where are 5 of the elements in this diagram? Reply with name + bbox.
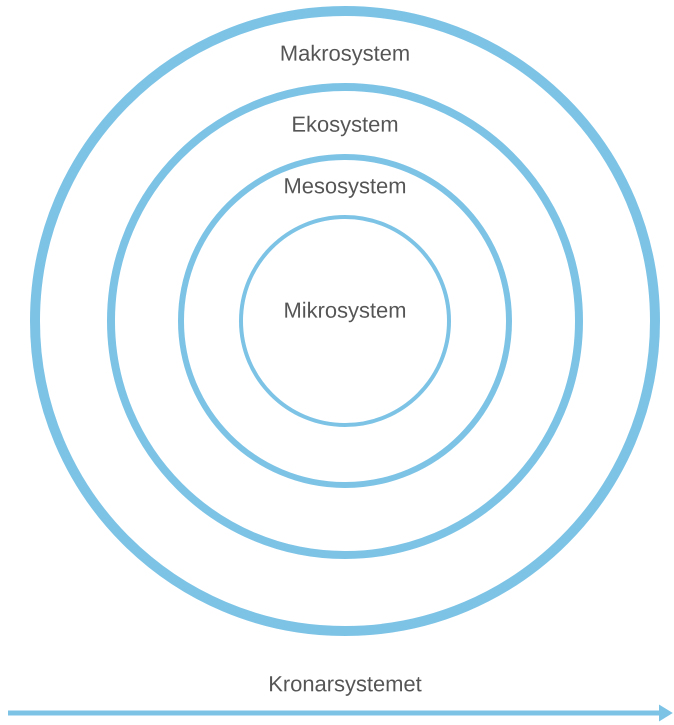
ring-label: Ekosystem xyxy=(293,116,398,136)
ring-label: Mesosystem xyxy=(285,178,406,198)
ring-label: Mikrosystem xyxy=(285,302,406,322)
axis-label: Kronarsystemet xyxy=(270,676,422,696)
ring-label: Makrosystem xyxy=(282,44,409,66)
